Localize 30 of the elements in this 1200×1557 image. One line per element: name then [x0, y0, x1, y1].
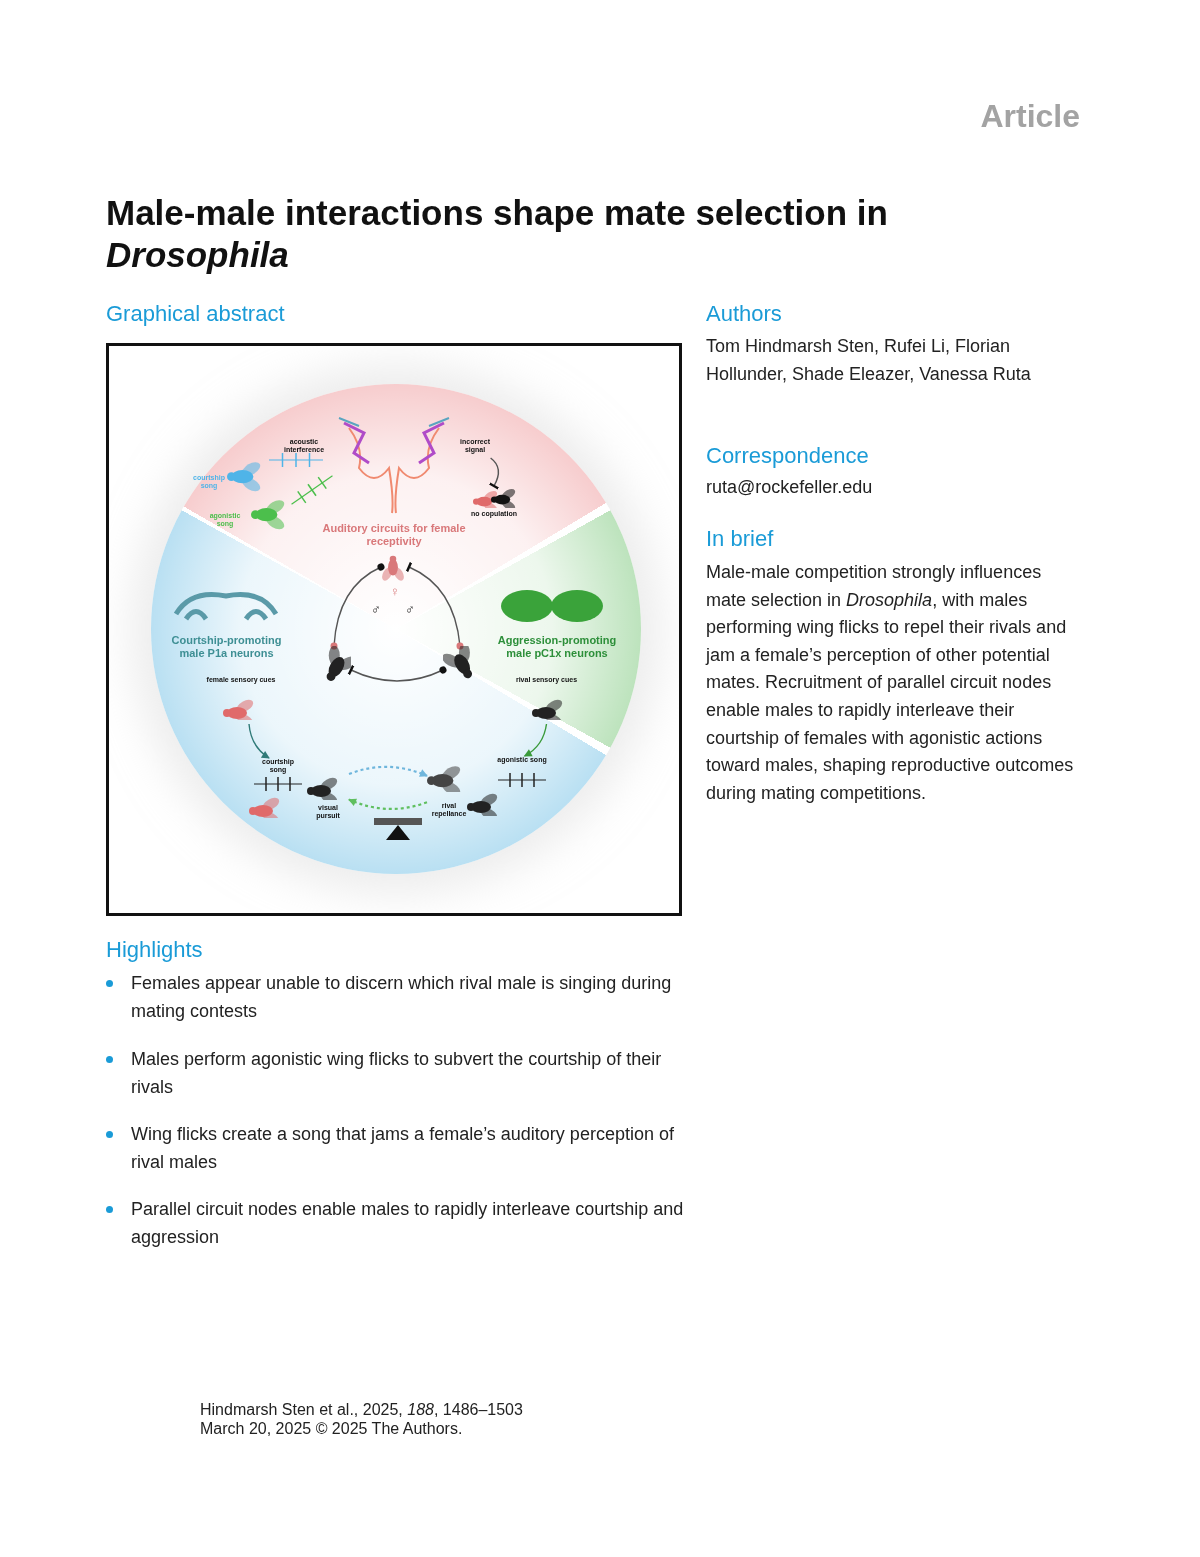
arrow [348, 765, 428, 777]
section-heading: Authors [706, 301, 782, 327]
section-heading: In brief [706, 526, 774, 552]
connector [405, 561, 464, 650]
arrow [348, 798, 428, 810]
section-heading: Graphical abstract [106, 301, 285, 327]
citation-line: March 20, 2025 © 2025 The Authors. [200, 1420, 463, 1438]
article-title: Male-male interactions shape mate selection in Drosophila [106, 192, 889, 276]
highlight-item: Parallel circuit nodes enable males to rapidly interleave courtship and aggression [131, 1198, 685, 1249]
email-address: ruta@rockefeller.edu [706, 476, 873, 499]
article-type-label: Article [979, 98, 1080, 135]
connector [488, 457, 500, 490]
circuit-heading: Auditory circuits for female receptivity [321, 522, 467, 548]
highlight-item: Males perform agonistic wing flicks to subvert the courtship of their rivals [131, 1048, 663, 1099]
arrow [248, 723, 270, 759]
highlight-item: Wing flicks create a song that jams a female’s auditory perception of rival males [131, 1123, 675, 1174]
arrow [523, 723, 548, 757]
male-symbol: ♂ [371, 602, 381, 617]
circuit-heading: Aggression-promoting male pC1x neurons [496, 634, 618, 660]
highlight-item: Females appear unable to discern which rival male is singing during mating contests [131, 972, 673, 1023]
section-heading: Highlights [106, 937, 203, 963]
summary-paragraph: Male-male competition strongly influences mate selection in Drosophila, with males performing wing flicks to repel their rivals and jam a female’s perception of other potential mates. Recruitment of parallel circuit nodes enable males to rapidly interleave their courtship of females with agonistic actions toward males, shaping reproductive outcomes during mating competitions. [706, 561, 1075, 805]
connector [330, 563, 385, 650]
female-symbol: ♀ [390, 584, 400, 599]
circuit-heading: Courtship-promoting male P1a neurons [170, 634, 283, 660]
author-list: Tom Hindmarsh Sten, Rufei Li, Florian Hollunder, Shade Eleazer, Vanessa Ruta [706, 333, 1036, 389]
connector [347, 664, 447, 682]
citation-line: Hindmarsh Sten et al., 2025, 188, 1486–1503 [200, 1401, 523, 1419]
section-heading: Correspondence [706, 443, 869, 469]
male-symbol: ♂ [405, 602, 415, 617]
